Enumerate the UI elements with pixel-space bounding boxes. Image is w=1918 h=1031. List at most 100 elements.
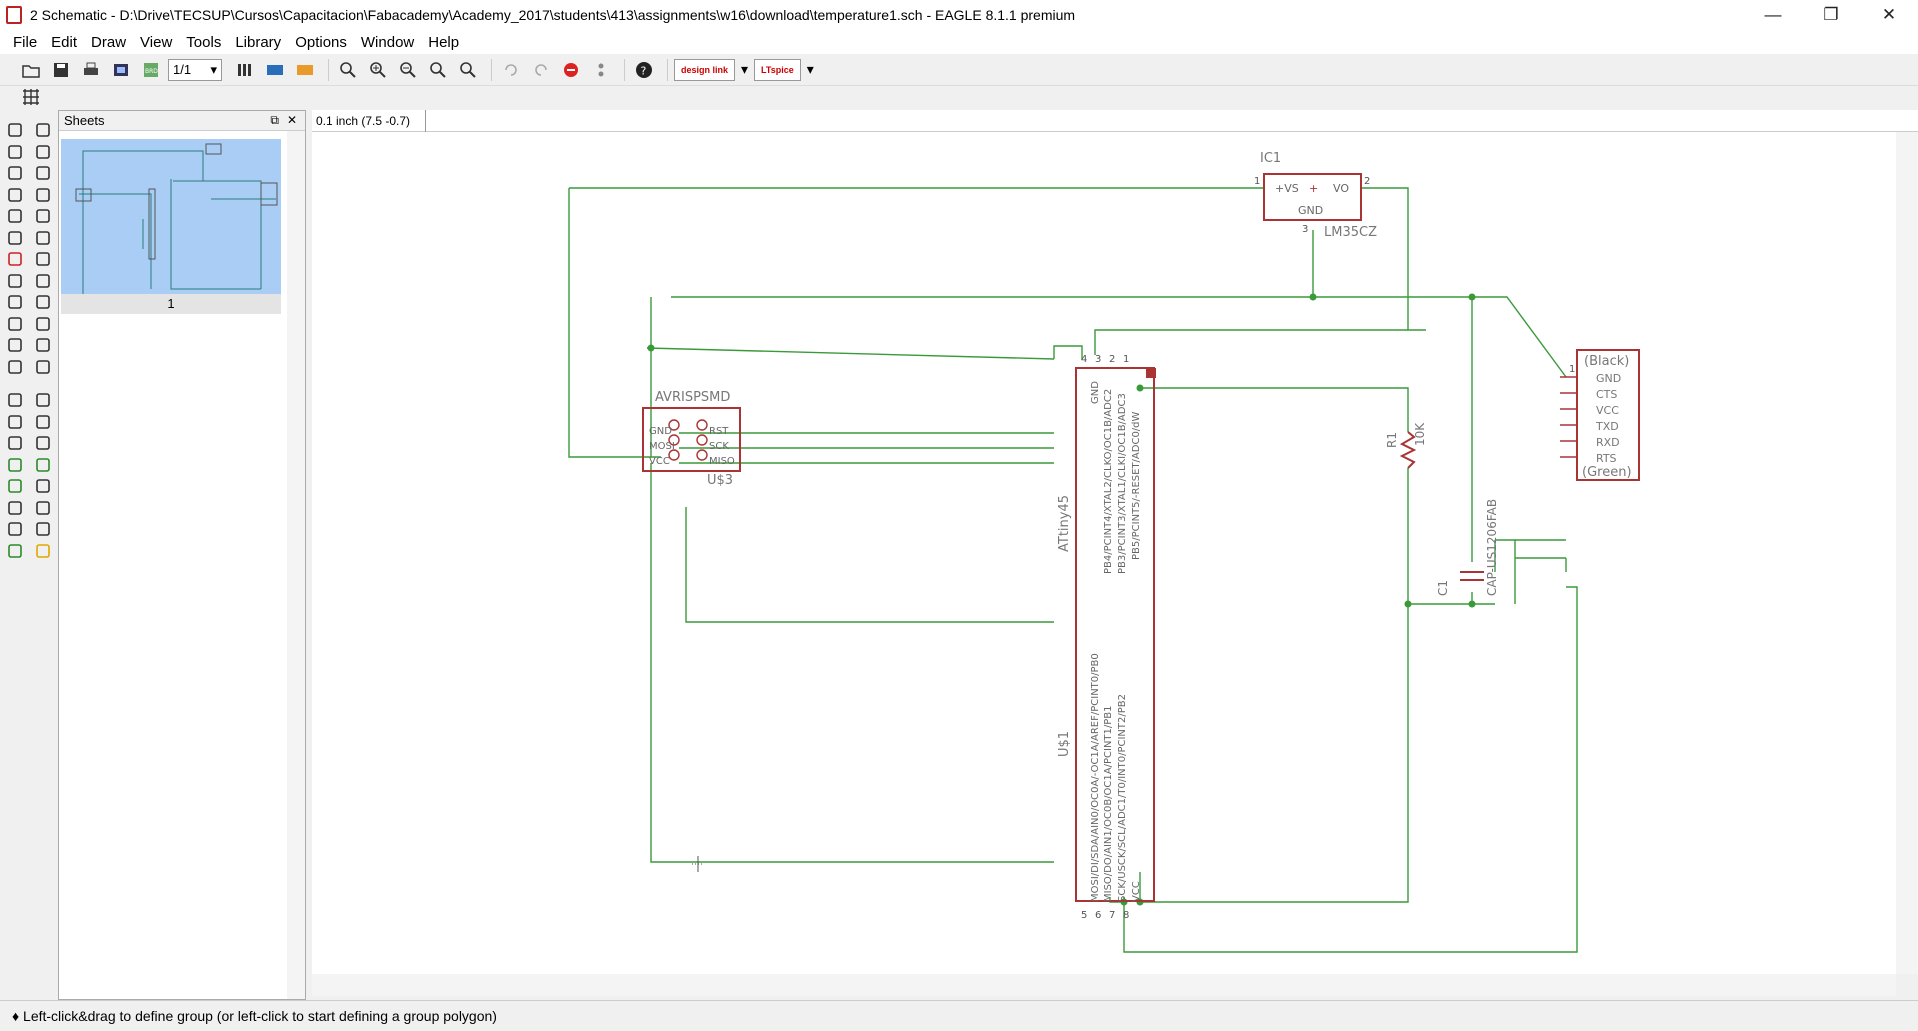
design-link-button[interactable]: design link <box>674 58 736 81</box>
junction-icon[interactable] <box>4 476 26 496</box>
swap-gate-icon[interactable] <box>4 271 26 291</box>
warning-icon[interactable] <box>32 541 54 561</box>
sheet-number[interactable]: 1 <box>61 294 281 314</box>
line-icon[interactable] <box>4 390 26 410</box>
label-icon[interactable] <box>32 476 54 496</box>
wrench-icon[interactable] <box>32 228 54 248</box>
menu-view[interactable]: View <box>140 33 173 51</box>
canvas-vertical-scrollbar[interactable] <box>1896 132 1918 974</box>
svg-text:BRD: BRD <box>145 68 158 75</box>
erc-icon[interactable] <box>4 541 26 561</box>
ftdi-green-label: (Green) <box>1582 465 1632 480</box>
command-line-input[interactable] <box>426 110 1918 131</box>
dimension-icon[interactable] <box>32 498 54 518</box>
value-icon[interactable] <box>32 357 54 377</box>
close-icon[interactable]: ✕ <box>286 113 297 127</box>
ftdi-header[interactable]: (Black) GND CTS VCC TXD RXD RTS (Green) … <box>1560 349 1640 481</box>
chevron-down-icon[interactable]: ▾ <box>741 61 749 77</box>
net-icon[interactable] <box>32 455 54 475</box>
sheet-select[interactable]: 1/1▾ <box>168 58 222 81</box>
ftdi-pin1-num: 1 <box>1569 364 1575 375</box>
gate-swap-icon[interactable] <box>4 292 26 312</box>
info-icon[interactable] <box>4 120 26 140</box>
sheet-thumbnail[interactable] <box>61 139 281 294</box>
help-icon[interactable]: ? <box>631 57 657 83</box>
frame-icon[interactable] <box>4 519 26 539</box>
mark-icon[interactable] <box>32 142 54 162</box>
attribute-icon[interactable] <box>4 498 26 518</box>
minimize-button[interactable]: — <box>1764 5 1782 24</box>
miter-icon[interactable] <box>32 314 54 334</box>
canvas-horizontal-scrollbar[interactable] <box>312 974 1896 996</box>
menu-tools[interactable]: Tools <box>186 33 222 51</box>
r1-value: 10K <box>1413 422 1427 446</box>
menu-help[interactable]: Help <box>428 33 460 51</box>
capacitor-c1[interactable]: C1 CAP-US1206FAB <box>1436 499 1499 596</box>
resistor-r1[interactable]: R1 10K <box>1385 422 1427 469</box>
avrisp-header[interactable]: AVRISPSMD U$3 GND MOSI VCC RST SCK MISO <box>642 390 741 488</box>
rotate-icon[interactable] <box>32 185 54 205</box>
avr-pin-sck: SCK <box>709 441 729 452</box>
display-layers-icon[interactable] <box>4 142 26 162</box>
bus-icon[interactable] <box>4 455 26 475</box>
replace-icon[interactable] <box>32 249 54 269</box>
grid-icon[interactable] <box>18 84 44 110</box>
open-icon[interactable] <box>18 57 44 83</box>
name-icon[interactable] <box>4 357 26 377</box>
copy-icon[interactable] <box>4 206 26 226</box>
schematic-canvas[interactable]: IC1 LM35CZ +VS + VO GND 1 2 3 AVRISPSMD … <box>312 132 1896 974</box>
board-switch-icon[interactable]: BRD <box>138 57 164 83</box>
redo-icon[interactable] <box>528 57 554 83</box>
sheets-scrollbar[interactable] <box>287 131 305 999</box>
close-button[interactable]: ✕ <box>1881 5 1897 24</box>
add-part-icon[interactable] <box>4 249 26 269</box>
mirror-icon[interactable] <box>4 185 26 205</box>
menu-library[interactable]: Library <box>235 33 282 51</box>
zoom-in-icon[interactable] <box>365 57 391 83</box>
cam-processor-icon[interactable] <box>108 57 134 83</box>
stop-icon[interactable] <box>558 57 584 83</box>
optimize-icon[interactable] <box>4 335 26 355</box>
ltspice-button[interactable]: LTspice <box>754 58 801 81</box>
sheets-panel: Sheets ⧉ ✕ 1 <box>58 110 306 1000</box>
menu-file[interactable]: File <box>13 33 38 51</box>
move-icon[interactable] <box>32 163 54 183</box>
circle-icon[interactable] <box>4 412 26 432</box>
ic1-lm35cz[interactable]: IC1 LM35CZ +VS + VO GND 1 2 3 <box>1254 151 1377 240</box>
invoke-icon[interactable] <box>32 271 54 291</box>
ulp-icon[interactable] <box>292 57 318 83</box>
polygon-icon[interactable] <box>32 433 54 453</box>
smash-icon[interactable] <box>32 335 54 355</box>
attiny-pin2-num: 2 <box>1109 354 1115 365</box>
attiny-pin1-num: 1 <box>1123 354 1129 365</box>
script-icon[interactable] <box>262 57 288 83</box>
save-icon[interactable] <box>48 57 74 83</box>
zoom-out-icon[interactable] <box>395 57 421 83</box>
zoom-fit-icon[interactable] <box>335 57 361 83</box>
menu-window[interactable]: Window <box>360 33 415 51</box>
attiny45-chip[interactable]: ATtiny45 U$1 GND PB4/PCINT4/XTAL2/CLKO/O… <box>1057 354 1156 921</box>
chevron-down-icon[interactable]: ▾ <box>806 61 814 77</box>
pin-swap-icon[interactable] <box>32 292 54 312</box>
module-icon[interactable] <box>32 519 54 539</box>
menu-draw[interactable]: Draw <box>91 33 127 51</box>
zoom-select-icon[interactable] <box>455 57 481 83</box>
delete-icon[interactable] <box>4 228 26 248</box>
library-icon[interactable] <box>232 57 258 83</box>
undo-icon[interactable] <box>498 57 524 83</box>
avr-pin-mosi: MOSI <box>649 441 675 452</box>
menu-edit[interactable]: Edit <box>51 33 78 51</box>
arc-icon[interactable] <box>32 412 54 432</box>
rectangle-icon[interactable] <box>4 433 26 453</box>
group-icon[interactable] <box>4 163 26 183</box>
split-icon[interactable] <box>4 314 26 334</box>
print-icon[interactable] <box>78 57 104 83</box>
maximize-button[interactable]: ❐ <box>1823 5 1839 24</box>
show-icon[interactable] <box>32 120 54 140</box>
zoom-redraw-icon[interactable] <box>425 57 451 83</box>
paste-icon[interactable] <box>32 206 54 226</box>
undock-icon[interactable]: ⧉ <box>270 113 279 127</box>
menu-options[interactable]: Options <box>295 33 347 51</box>
text-icon[interactable] <box>32 390 54 410</box>
go-icon[interactable] <box>588 57 614 83</box>
